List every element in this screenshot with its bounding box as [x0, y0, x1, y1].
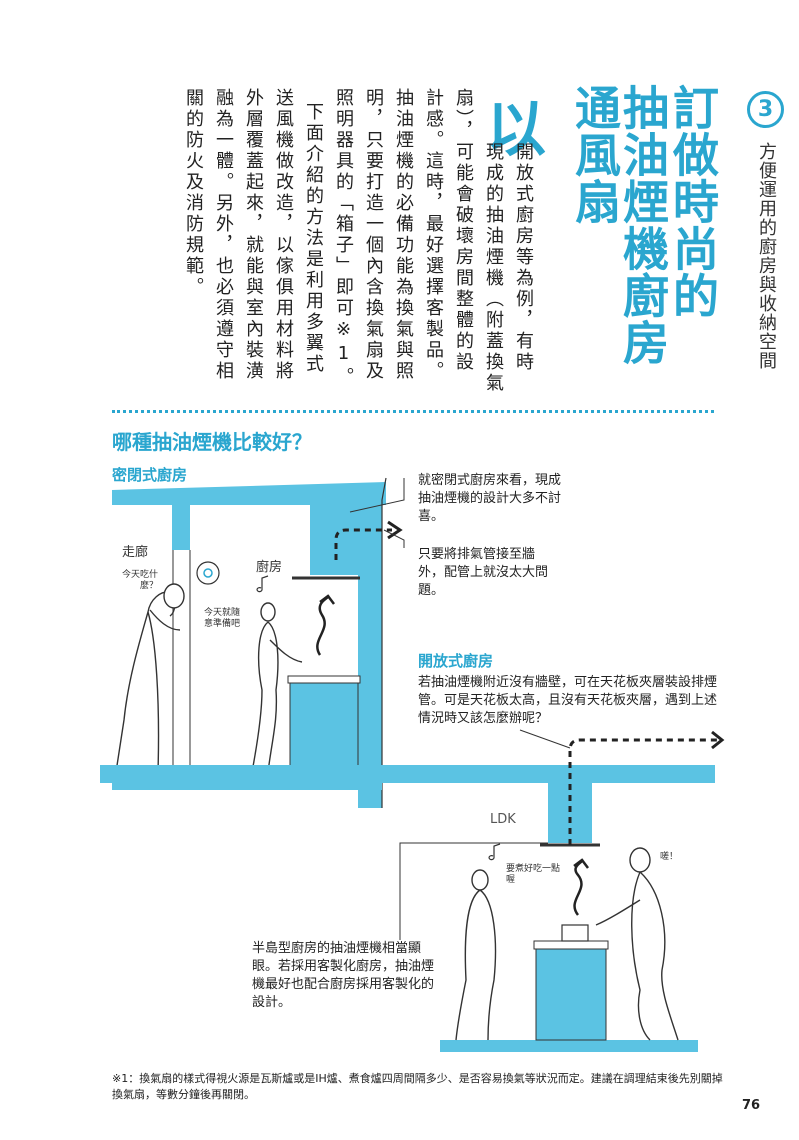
- person-peeking-head: [163, 583, 185, 609]
- speech-open-person2: 嗟！: [660, 852, 679, 862]
- dotted-divider: [112, 410, 714, 413]
- person-waiting-icon: [455, 889, 497, 1041]
- open-exhaust-arrow-head: [711, 730, 725, 750]
- ceiling-slab: [112, 482, 386, 505]
- right-wall: [358, 500, 382, 808]
- kitchen-label: 廚房: [256, 560, 283, 575]
- hallway-label: 走廊: [122, 545, 149, 560]
- footnote: ※1：換氣扇的樣式得視火源是瓦斯爐或是IH爐、煮食爐四周間隔多少、是否容易換氣等…: [112, 1072, 723, 1101]
- section-heading: 哪種抽油煙機比較好？: [112, 430, 312, 454]
- page-title-line-2: 抽油煙機廚房: [616, 84, 670, 366]
- exhaust-duct-path: [334, 528, 392, 560]
- person-waiting-head: [471, 869, 489, 891]
- body-column-6: 明，只要打造一個內含換氣扇及: [363, 88, 384, 382]
- callout-line: [519, 729, 571, 749]
- open-kitchen-note-2: 半島型廚房的抽油煙機相當顯眼。若採用客製化廚房，抽油煙機最好也配合廚房採用客製化…: [252, 941, 435, 1010]
- page-title-line-3: 通風扇: [568, 84, 622, 225]
- closed-kitchen-heading: 密閉式廚房: [112, 466, 188, 484]
- island-counter-top: [533, 940, 609, 950]
- body-column-8: 下面介紹的方法是利用多翼式: [303, 102, 324, 375]
- person-cook-icon: [595, 871, 679, 1041]
- open-ceiling-slab: [100, 765, 715, 783]
- right-wall-edge: [381, 477, 387, 808]
- chapter-number-badge: 3: [747, 91, 784, 128]
- closed-note-1-callout: [349, 478, 405, 513]
- body-column-1: 開放式廚房等為例，有時: [513, 142, 534, 373]
- body-column-3: 扇），可能會破壞房間整體的設: [453, 88, 474, 373]
- speech-person1: 今天吃什麼？: [121, 570, 158, 591]
- person-cooking-head: [260, 602, 276, 622]
- body-column-9: 送風機做改造，以傢俱用材料將: [273, 88, 294, 382]
- kitchen-counter: [289, 681, 359, 773]
- ldk-label: LDK: [490, 812, 516, 827]
- body-column-2: 現成的抽油煙機（附蓋換氣: [483, 142, 504, 394]
- thought-bubble-eye: [203, 568, 213, 578]
- page-number: 76: [742, 1098, 761, 1113]
- page-title-line-1: 訂做時尚的: [666, 84, 720, 319]
- island-counter: [535, 947, 607, 1041]
- hood-callout-line: [399, 842, 548, 940]
- closed-note-2-callout: [383, 529, 405, 548]
- open-smoke-arrow-head: [573, 858, 589, 869]
- open-exhaust-duct-path: [568, 738, 718, 845]
- drop-cap: 以: [486, 95, 546, 165]
- closed-kitchen-diagram: [112, 477, 403, 808]
- open-floor-slab: [440, 1040, 698, 1052]
- person-cook-head: [629, 847, 651, 873]
- body-column-10: 外層覆蓋起來，就能與室內裝潢: [243, 88, 264, 382]
- music-note-icon: [256, 575, 269, 593]
- open-smoke-icon: [573, 858, 584, 916]
- speech-person2: 今天就隨意準備吧: [204, 608, 241, 629]
- person-peeking-icon: [115, 591, 181, 773]
- body-column-5: 抽油煙機的必備功能為換氣與照: [393, 88, 414, 382]
- body-column-11: 融為一體。另外，也必須遵守相: [213, 88, 234, 382]
- body-column-12: 關的防火及消防規範。: [183, 88, 204, 298]
- partition-wall: [172, 505, 190, 550]
- open-kitchen-note-1: 若抽油煙機附近沒有牆壁，可在天花板夾層裝設排煙管。可是天花板太高，且沒有天花板夾…: [418, 675, 718, 726]
- exhaust-arrow-head: [387, 520, 403, 540]
- smoke-arrow-head: [319, 594, 335, 605]
- open-music-note-icon: [488, 843, 501, 861]
- cooking-pot-icon: [561, 924, 589, 942]
- smoke-icon: [316, 594, 330, 656]
- person-cooking-icon: [251, 621, 303, 773]
- open-kitchen-heading: 開放式廚房: [418, 652, 494, 670]
- speech-open-person1: 要煮好吃一點喔: [506, 864, 561, 885]
- closed-kitchen-note-2: 只要將排氣管接至牆外，配管上就沒太大問題。: [418, 547, 549, 598]
- body-column-4: 計感。這時，最好選擇客製品。: [423, 88, 444, 382]
- open-kitchen-diagram: [100, 729, 725, 1052]
- counter-top: [287, 675, 361, 684]
- thought-bubble-icon: [196, 561, 220, 585]
- body-column-7: 照明器具的「箱子」即可※1。: [333, 88, 354, 388]
- closed-kitchen-note-1: 就密閉式廚房來看，現成抽油煙機的設計大多不討喜。: [418, 473, 562, 524]
- chapter-title: 方便運用的廚房與收納空間: [756, 142, 777, 370]
- range-hood-box: [310, 505, 358, 575]
